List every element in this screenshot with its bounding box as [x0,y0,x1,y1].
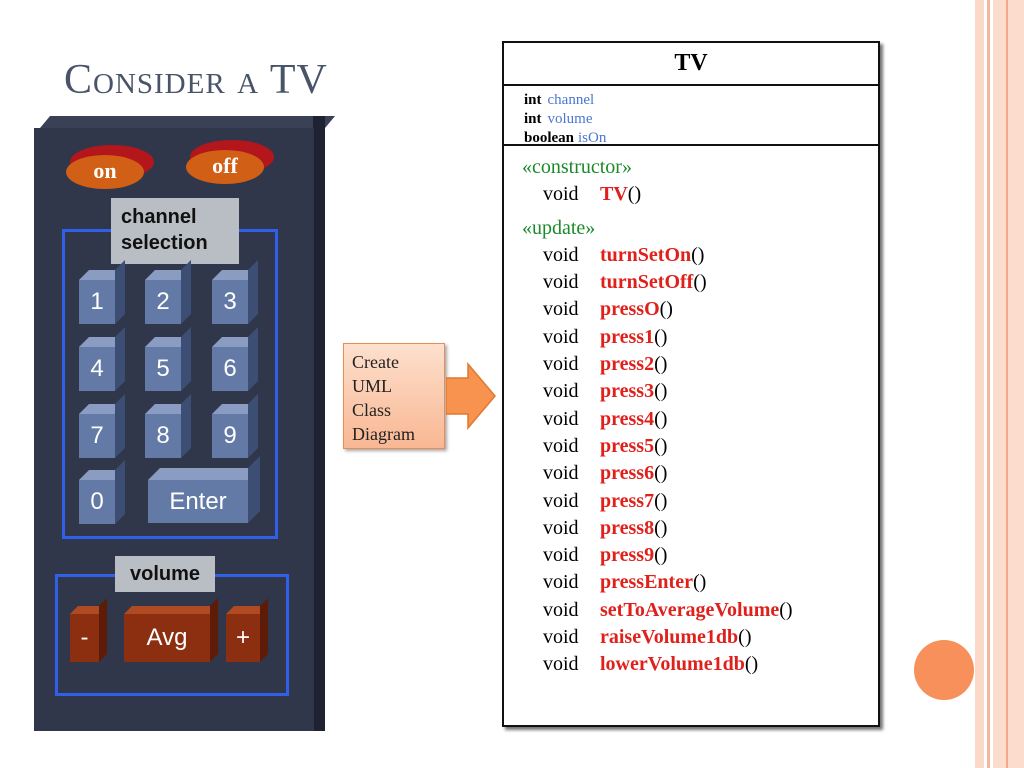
constructor-stereotype: «constructor» [522,156,632,178]
number-key-4[interactable]: 4 [79,327,125,391]
number-key-6[interactable]: 6 [212,327,258,391]
number-key-label: 2 [145,280,181,324]
decor-stripe [993,0,1024,768]
on-button[interactable]: on [66,155,144,189]
number-key-label: 9 [212,414,248,458]
create-uml-callout: Create UML Class Diagram [343,343,445,449]
number-key-label: 3 [212,280,248,324]
number-key-1[interactable]: 1 [79,260,125,324]
slide-title: Consider a TV [64,57,328,103]
volume-up-key[interactable]: + [226,598,268,662]
decor-circle [914,640,974,700]
volume-average-label: Avg [124,614,210,662]
decor-stripe [975,0,984,768]
number-key-5[interactable]: 5 [145,327,191,391]
uml-class-name: TV [504,43,878,86]
number-key-label: 1 [79,280,115,324]
enter-key[interactable]: Enter [148,456,260,523]
volume-up-label: + [226,614,260,662]
volume-down-key[interactable]: - [70,598,107,662]
number-key-label: 7 [79,414,115,458]
number-key-label: 0 [79,480,115,524]
number-key-label: 4 [79,347,115,391]
remote-side-edge [313,116,325,731]
number-key-label: 5 [145,347,181,391]
enter-key-label: Enter [148,480,248,523]
volume-label: volume [115,556,215,592]
volume-average-key[interactable]: Avg [124,598,218,662]
decor-stripe [987,0,990,768]
number-key-3[interactable]: 3 [212,260,258,324]
number-key-7[interactable]: 7 [79,394,125,458]
number-key-8[interactable]: 8 [145,394,191,458]
number-key-label: 8 [145,414,181,458]
right-arrow-icon [446,362,496,430]
remote-top-edge [40,116,336,128]
decor-stripe [1006,0,1008,768]
channel-selection-label: channel selection [111,198,239,264]
update-stereotype: «update» [522,216,596,239]
off-button[interactable]: off [186,150,264,184]
number-key-0[interactable]: 0 [79,460,125,524]
number-key-label: 6 [212,347,248,391]
number-key-2[interactable]: 2 [145,260,191,324]
number-key-9[interactable]: 9 [212,394,258,458]
volume-down-label: - [70,614,99,662]
